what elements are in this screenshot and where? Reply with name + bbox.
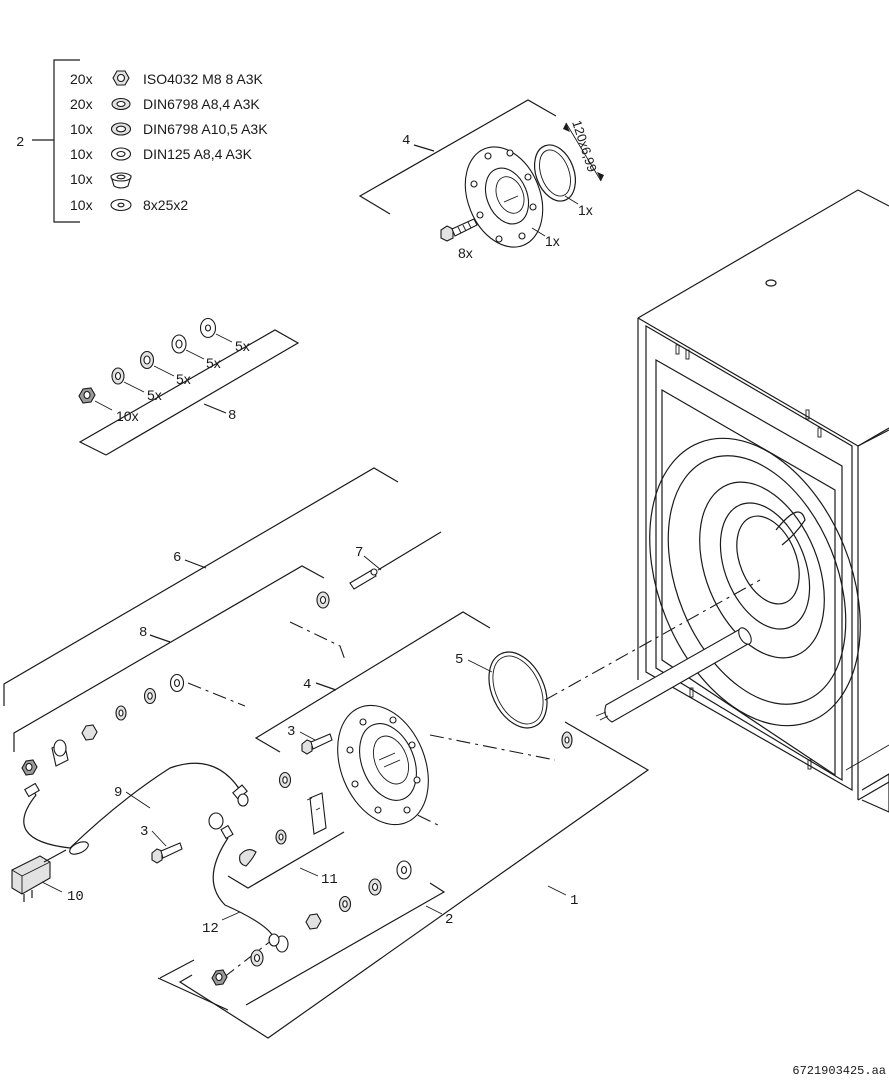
- ground-cable-9: [23, 762, 249, 855]
- thin-washer-icon: [110, 198, 132, 212]
- callout-9: 9: [114, 785, 122, 801]
- kit-1-bracket: [178, 721, 650, 1039]
- kit-8-bracket-lower: [13, 565, 325, 752]
- legend-qty-2: 20x: [70, 96, 93, 112]
- nut-icon: [112, 70, 130, 86]
- legend-qty-4: 10x: [70, 146, 93, 162]
- fastener-row-upper: [21, 673, 185, 776]
- callout-leaders: [41, 555, 567, 921]
- bolt-lower: [151, 842, 183, 864]
- gasket-ring: [533, 144, 577, 202]
- kit-4-bracket-lower: [254, 611, 491, 753]
- legend-qty-3: 10x: [70, 121, 93, 137]
- bolt: [440, 218, 478, 242]
- ground-cable-12: [208, 812, 280, 947]
- callout-10: 10: [67, 889, 84, 905]
- callout-8: 8: [139, 625, 147, 641]
- flange-plate: [464, 146, 544, 248]
- legend-spec-1: ISO4032 M8 8 A3K: [143, 71, 264, 87]
- kit-8-qty-1: 10x: [116, 408, 139, 424]
- callout-6: 6: [173, 550, 181, 566]
- legend-spec-4: DIN125 A8,4 A3K: [143, 146, 253, 162]
- centerline-lower: [344, 779, 441, 827]
- lock-washer-icon: [111, 97, 131, 111]
- kit-4-flange-set: 4 120x6,99 1x 1: [358, 99, 604, 261]
- kit-8-qty-4: 5x: [206, 355, 221, 371]
- callout-7: 7: [355, 545, 363, 561]
- legend-spec-6: 8x25x2: [143, 197, 188, 213]
- boiler-housing: [637, 189, 889, 813]
- legend-kit-2: 2 20x ISO4032 M8 8 A3K 20x DIN6798 A8,4 …: [16, 59, 268, 223]
- qty-ring: 1x: [578, 202, 593, 218]
- drawing-number: 6721903425.aa: [792, 1064, 886, 1078]
- bolt-upper: [301, 733, 333, 755]
- qty-flange: 1x: [545, 233, 560, 249]
- centerline-kit8: [187, 682, 246, 707]
- centerline-kit6: [289, 621, 346, 661]
- anode-rod: [595, 627, 752, 723]
- legend-qty-5: 10x: [70, 171, 93, 187]
- callout-3-upper: 3: [287, 724, 295, 740]
- flat-washer-icon: [171, 334, 187, 354]
- kit-8-qty-5: 5x: [235, 338, 250, 354]
- mains-plug: [11, 849, 67, 902]
- flat-washer-icon: [110, 147, 132, 161]
- legend-bracket-label: 2: [16, 135, 24, 151]
- callout-1: 1: [570, 893, 578, 909]
- cable-washers: [275, 771, 292, 845]
- legend-qty-6: 10x: [70, 197, 93, 213]
- kit-4-label: 4: [402, 133, 410, 149]
- kit-8-qty-2: 5x: [147, 387, 162, 403]
- wing-nut: [239, 849, 257, 867]
- callout-11: 11: [321, 872, 338, 888]
- legend-spec-3: DIN6798 A10,5 A3K: [143, 121, 268, 137]
- centerline-nut: [222, 939, 273, 979]
- callout-4: 4: [303, 677, 311, 693]
- qty-bolts: 8x: [458, 245, 473, 261]
- cup-washer-icon: [110, 172, 132, 189]
- mounting-bracket: [306, 792, 327, 835]
- legend-qty-1: 20x: [70, 71, 93, 87]
- kit-8-fastener-set: 8 10x 5x 5x 5x 5x: [78, 317, 300, 456]
- callout-5: 5: [455, 652, 463, 668]
- lock-washer-icon: [110, 122, 132, 136]
- flange-assembly: [337, 704, 429, 826]
- gasket-ring-5: [488, 651, 548, 729]
- kit-11-bracket: [227, 831, 345, 889]
- kit-8-label: 8: [228, 408, 236, 424]
- washer-sensor: [316, 591, 330, 609]
- thin-washer-icon: [199, 317, 217, 339]
- legend-spec-2: DIN6798 A8,4 A3K: [143, 96, 260, 112]
- callout-12: 12: [202, 921, 219, 937]
- callout-3-lower: 3: [140, 824, 148, 840]
- kit-2-bracket: [157, 882, 446, 1011]
- gasket-size: 120x6,99: [569, 118, 600, 174]
- centerline-flange: [429, 734, 556, 761]
- fastener-row-lower: [211, 860, 412, 986]
- temperature-sensor: [349, 531, 442, 590]
- callout-2: 2: [445, 912, 453, 928]
- nut-icon: [78, 387, 96, 404]
- washer-axis: [561, 731, 573, 749]
- kit-8-qty-3: 5x: [176, 371, 191, 387]
- lock-washer-icon: [111, 367, 125, 385]
- lock-washer-icon: [139, 350, 155, 370]
- kit-6-bracket: [3, 467, 399, 706]
